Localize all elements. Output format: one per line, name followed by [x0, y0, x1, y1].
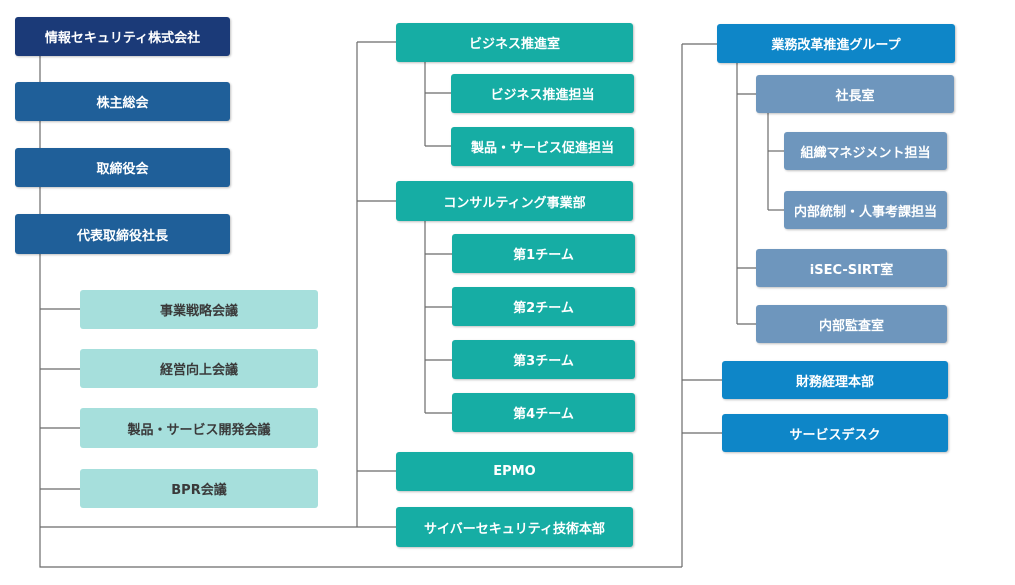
audit-label: 内部監査室 — [818, 318, 884, 334]
sirt-label: iSEC-SIRT室 — [809, 262, 894, 278]
reform-group-label: 業務改革推進グループ — [771, 38, 901, 53]
service-desk-label: サービスデスク — [789, 427, 881, 443]
consulting-label: コンサルティング事業部 — [443, 195, 586, 211]
business-promotion-child-box: ビジネス推進担当 — [451, 74, 634, 113]
president-office-box: 社長室 — [756, 75, 954, 113]
team-label: 第1チーム — [513, 248, 574, 263]
meeting-box: BPR会議 — [80, 469, 318, 508]
epmo-label: EPMO — [493, 464, 536, 479]
meeting-box: 事業戦略会議 — [80, 290, 318, 329]
company-label: 情報セキュリティ株式会社 — [44, 31, 201, 46]
business-promotion-child-box: 製品・サービス促進担当 — [451, 127, 634, 166]
team-box: 第4チーム — [452, 393, 635, 432]
sirt-box: iSEC-SIRT室 — [756, 249, 947, 287]
meeting-box: 経営向上会議 — [80, 349, 318, 388]
meeting-box: 製品・サービス開発会議 — [80, 408, 318, 448]
cyber-security-box: サイバーセキュリティ技術本部 — [396, 507, 633, 547]
team-box: 第2チーム — [452, 287, 635, 326]
president-office-child-box: 内部統制・人事考課担当 — [784, 191, 947, 229]
meeting-label: 経営向上会議 — [159, 363, 238, 378]
audit-box: 内部監査室 — [756, 305, 947, 343]
board-label: 取締役会 — [96, 162, 149, 177]
business-promotion-child-label: ビジネス推進担当 — [490, 88, 595, 103]
president-office-child-label: 組織マネジメント担当 — [800, 145, 931, 161]
team-box: 第3チーム — [452, 340, 635, 379]
finance-box: 財務経理本部 — [722, 361, 948, 399]
president-office-label: 社長室 — [835, 88, 875, 104]
president-office-child-label: 内部統制・人事考課担当 — [793, 204, 937, 220]
meeting-label: 製品・サービス開発会議 — [127, 422, 271, 438]
team-label: 第2チーム — [513, 301, 574, 316]
service-desk-box: サービスデスク — [722, 414, 948, 452]
meeting-label: BPR会議 — [171, 483, 227, 498]
shareholders-box: 株主総会 — [15, 82, 230, 121]
ceo-box: 代表取締役社長 — [15, 214, 230, 254]
team-label: 第4チーム — [513, 407, 574, 422]
reform-group-box: 業務改革推進グループ — [717, 24, 955, 63]
board-box: 取締役会 — [15, 148, 230, 187]
finance-label: 財務経理本部 — [795, 374, 874, 390]
business-promotion-box: ビジネス推進室 — [396, 23, 633, 62]
epmo-box: EPMO — [396, 452, 633, 491]
consulting-box: コンサルティング事業部 — [396, 181, 633, 221]
cyber-security-label: サイバーセキュリティ技術本部 — [424, 521, 605, 537]
business-promotion-child-label: 製品・サービス促進担当 — [470, 141, 614, 156]
company-box: 情報セキュリティ株式会社 — [15, 17, 230, 56]
team-label: 第3チーム — [513, 354, 574, 369]
president-office-child-box: 組織マネジメント担当 — [784, 132, 947, 170]
ceo-label: 代表取締役社長 — [76, 228, 168, 244]
shareholders-label: 株主総会 — [96, 96, 149, 111]
team-box: 第1チーム — [452, 234, 635, 273]
business-promotion-label: ビジネス推進室 — [468, 37, 560, 52]
meeting-label: 事業戦略会議 — [159, 304, 238, 319]
